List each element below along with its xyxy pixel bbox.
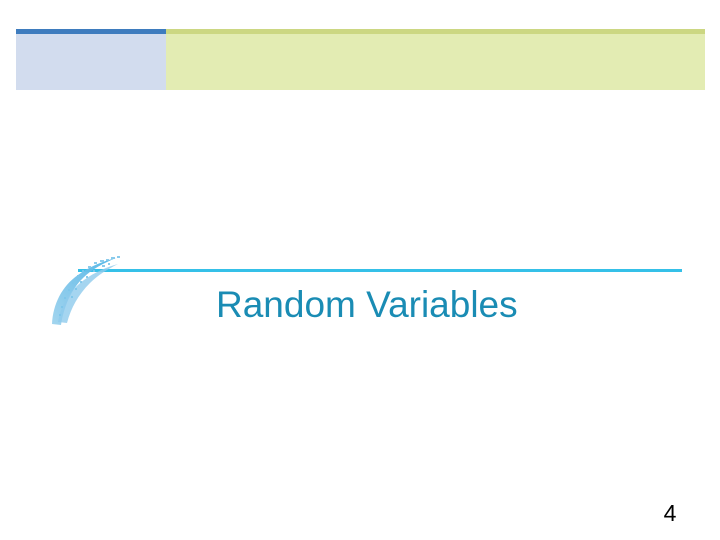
blue-accent-bar (16, 29, 166, 34)
title-divider-rule (78, 269, 682, 272)
olive-panel (166, 34, 705, 90)
slide-header-decoration (0, 0, 720, 100)
brush-stroke-swoosh (44, 248, 130, 328)
slide-title: Random Variables (216, 284, 518, 325)
blue-panel (16, 34, 166, 90)
olive-accent-bar (166, 29, 705, 34)
page-number: 4 (663, 500, 677, 526)
